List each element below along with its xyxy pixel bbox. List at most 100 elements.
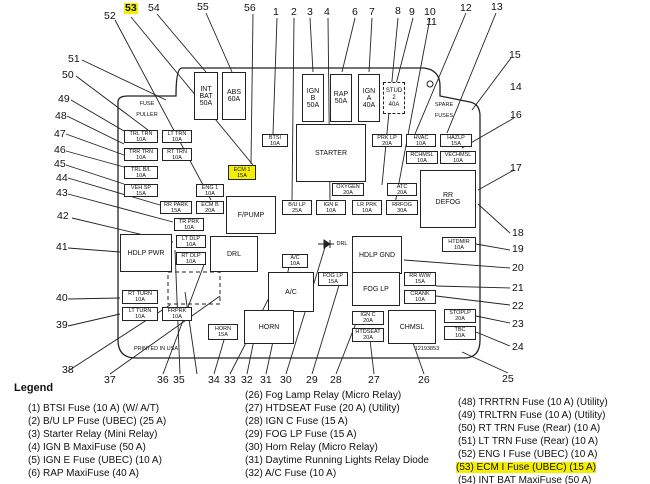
label-line: ATC [396, 183, 408, 190]
label-line: IGN [306, 87, 320, 95]
ign-b-maxifuse: IGN B 50A [302, 74, 324, 122]
label-line: VECHMSL [444, 151, 472, 158]
callout-24: 24 [512, 341, 524, 353]
fuse-puller: FUSE PULLER [126, 101, 168, 118]
label-line: LT TURN [128, 308, 152, 314]
hdlp-gnd-relay: HDLP GND [352, 236, 402, 274]
rating: 10A [172, 154, 182, 161]
legend-item: (51) LT TRN Fuse (Rear) (10 A) [458, 436, 599, 447]
callout-10: 10 [424, 6, 436, 18]
label-line: IGN [362, 87, 376, 95]
legend-item: (26) Fog Lamp Relay (Micro Relay) [245, 390, 402, 401]
rating: 10A [326, 207, 336, 214]
callout-38: 38 [62, 364, 74, 376]
drl-diode-label: DRL [334, 241, 350, 247]
rating: 10A [270, 140, 280, 147]
callout-27: 27 [368, 374, 380, 386]
rating: 10A [135, 314, 145, 320]
ign-a-maxifuse: IGN A 40A [358, 74, 380, 122]
fuel-pump-relay: F/PUMP [226, 196, 276, 234]
callout-3: 3 [307, 6, 313, 18]
rating: 10A [290, 261, 300, 267]
int-bat-maxifuse: INT BAT 50A [194, 72, 218, 120]
legend-title: Legend [14, 382, 54, 394]
callout-22: 22 [512, 300, 524, 312]
label-line: STARTER [314, 149, 348, 157]
starter-relay: STARTER [296, 124, 366, 182]
rating: 15A [451, 140, 461, 147]
callout-7: 7 [369, 6, 375, 18]
rap-maxifuse: RAP 50A [330, 74, 352, 122]
label-line: ECM 1 [233, 166, 251, 173]
callout-37: 37 [104, 374, 116, 386]
legend-item: (52) ENG I Fuse (UBEC) (10 A) [458, 449, 598, 460]
callout-19: 19 [512, 243, 524, 255]
label-line: IGN E [323, 201, 339, 208]
label-line: FOG LP [363, 285, 389, 293]
label-line: TRL B/L [131, 166, 151, 173]
legend-item: (32) A/C Fuse (10 A) [245, 468, 337, 479]
label-line: TRL TRN [129, 130, 153, 137]
horn-relay: HORN [244, 310, 294, 344]
label-line: HVAC [413, 134, 429, 141]
callout-42: 42 [57, 210, 69, 222]
rating: 10A [417, 157, 427, 164]
rating: 10A [186, 258, 196, 265]
rating: 10A [362, 207, 372, 214]
drl-relay: DRL [210, 236, 258, 272]
mount-hole [426, 80, 434, 88]
rating: 20A [397, 189, 407, 196]
rating: 10A [184, 224, 194, 231]
label-line: A/C [290, 255, 300, 261]
rating: 30A [397, 207, 407, 214]
rating: 15A [328, 279, 338, 285]
label-line: HDLP PWR [127, 249, 165, 257]
rating: 40A [388, 101, 400, 108]
callout-54: 54 [148, 2, 160, 14]
part-number: 12193853 [414, 346, 440, 352]
label-line: ABS [226, 89, 241, 96]
label-line: TR PRK [178, 218, 200, 225]
rating: 10A [135, 297, 145, 303]
callout-29: 29 [306, 374, 318, 386]
callout-23: 23 [512, 318, 524, 330]
abs-maxifuse: ABS 60A [222, 72, 246, 120]
label-line: DRL [336, 241, 348, 247]
legend-item: (3) Starter Relay (Mini Relay) [28, 429, 158, 440]
callout-14: 14 [510, 81, 522, 93]
callout-25: 25 [502, 373, 514, 385]
callout-45: 45 [54, 158, 66, 170]
callout-53: 53 [124, 2, 138, 14]
rating: 10A [205, 190, 215, 197]
label-line: BAT [199, 92, 213, 100]
callout-40: 40 [56, 292, 68, 304]
label-line: RT TRN [167, 148, 187, 155]
callout-52: 52 [104, 10, 116, 22]
callout-28: 28 [330, 374, 342, 386]
callout-18: 18 [512, 227, 524, 239]
label-line: FUSES [434, 113, 454, 119]
callout-56: 56 [244, 2, 256, 14]
legend-item: (48) TRRTRN Fuse (10 A) (Utility) [458, 397, 608, 408]
callout-47: 47 [54, 128, 66, 140]
label-line: LT TRN [167, 130, 187, 137]
rating: 10A [136, 136, 146, 143]
label-line: STUD [385, 87, 403, 94]
ac-relay: A/C [268, 272, 314, 312]
callout-34: 34 [208, 374, 220, 386]
rating: 20A [205, 207, 215, 214]
label-line: RRFOG [392, 201, 412, 208]
label-line: STOPLP [449, 310, 471, 316]
label-line: PRK LP [377, 134, 397, 141]
